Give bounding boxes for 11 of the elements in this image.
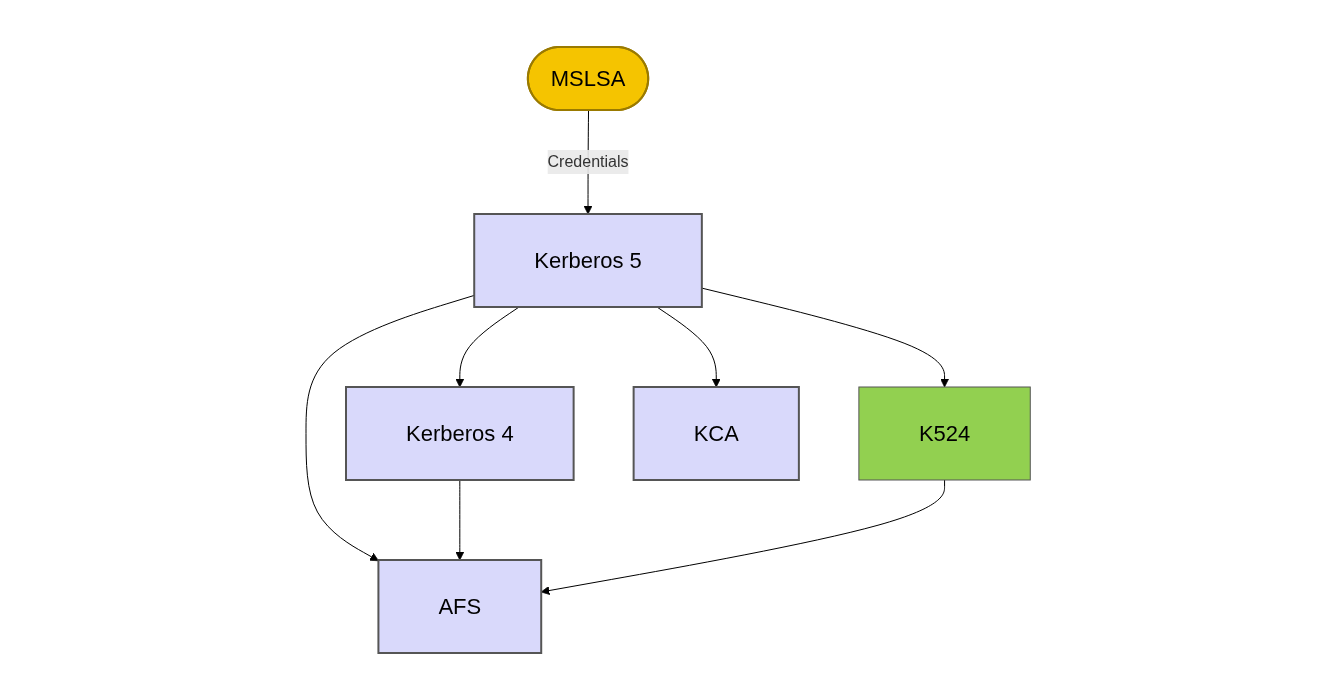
edge-label: Credentials (547, 152, 629, 170)
node-box: Kerberos 4 (344, 385, 575, 481)
node-box: AFS (377, 558, 543, 654)
arrow (455, 306, 520, 387)
node-box: K524 (858, 386, 1031, 480)
arrow (455, 479, 465, 560)
arrow (656, 306, 721, 387)
arrow (701, 287, 949, 387)
node-box: KCA (632, 385, 800, 481)
node-box: Kerberos 5 (473, 212, 703, 308)
arrow (305, 294, 475, 561)
